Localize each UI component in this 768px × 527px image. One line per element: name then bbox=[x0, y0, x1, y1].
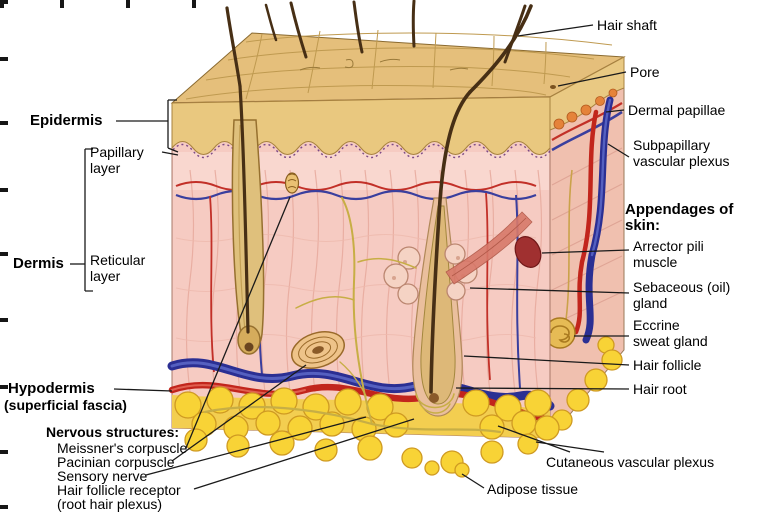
label-cutaneous-vascular-plexus: Cutaneous vascular plexus bbox=[546, 454, 715, 470]
sensory-nerves bbox=[203, 197, 502, 434]
leader-hair-follicle bbox=[463, 355, 630, 366]
leader-subpapillary bbox=[607, 143, 630, 158]
label-appendages-of-skin: Appendages of skin: bbox=[625, 201, 734, 234]
label-hair-follicle-receptor: Hair follicle receptor bbox=[57, 482, 181, 498]
label-hypodermis-sub: (superficial fascia) bbox=[4, 397, 127, 413]
label-pacinian-corpuscle: Pacinian corpuscle bbox=[57, 454, 175, 470]
dermis-bracket bbox=[84, 148, 93, 292]
leader-sebaceous bbox=[469, 287, 630, 294]
left-hair-follicle bbox=[231, 84, 265, 355]
hair-root-strand bbox=[429, 90, 472, 394]
label-hair-root: Hair root bbox=[633, 381, 687, 397]
leader-lines bbox=[70, 24, 630, 490]
right-face-vessels bbox=[573, 96, 614, 344]
label-epidermis: Epidermis bbox=[30, 112, 103, 129]
adipose-right bbox=[551, 336, 623, 431]
label-subpapillary-vascular-plexus: Subpapillary vascular plexus bbox=[633, 137, 730, 169]
right-cut-face bbox=[544, 56, 625, 440]
leader-cutaneous-plexus bbox=[497, 425, 605, 453]
pore-opening bbox=[550, 85, 556, 89]
subpapillary-plexus-right bbox=[551, 102, 623, 152]
dermal-papillae-knobs bbox=[553, 88, 618, 130]
label-sensory-nerve: Sensory nerve bbox=[57, 468, 148, 484]
meissner-corpuscle bbox=[284, 172, 300, 194]
leader-hypodermis bbox=[113, 388, 173, 392]
label-hair-follicle: Hair follicle bbox=[633, 357, 702, 373]
epidermis-bracket bbox=[167, 99, 179, 153]
leader-adipose bbox=[461, 473, 485, 489]
crop-marks bbox=[0, 0, 196, 509]
leader-sensory-nerve bbox=[145, 416, 367, 476]
label-dermal-papillae: Dermal papillae bbox=[628, 102, 726, 118]
leader-pore bbox=[557, 71, 627, 87]
leader-dermal-papillae bbox=[605, 109, 625, 113]
arrector-pili-muscle-band bbox=[445, 211, 542, 285]
label-hypodermis: Hypodermis bbox=[8, 380, 95, 397]
leader-papillary-layer bbox=[161, 151, 179, 156]
hair-shafts bbox=[225, 0, 533, 94]
leader-hair-shaft bbox=[517, 24, 594, 37]
leader-hair-root bbox=[455, 387, 630, 390]
root-hair-plexus bbox=[415, 393, 455, 409]
leader-arrector-pili bbox=[541, 249, 630, 254]
label-papillary-layer: Papillary layer bbox=[90, 144, 144, 176]
label-hair-shaft: Hair shaft bbox=[597, 17, 657, 33]
label-nervous-structures: Nervous structures: bbox=[46, 424, 180, 440]
label-meissners-corpuscle: Meissner's corpuscle bbox=[57, 440, 188, 456]
pacinian-corpuscle bbox=[291, 331, 345, 369]
label-eccrine-sweat-gland: Eccrine sweat gland bbox=[633, 317, 708, 349]
label-sebaceous-oil-gland: Sebaceous (oil) gland bbox=[633, 279, 731, 311]
leader-meissner bbox=[185, 196, 291, 449]
leader-hair-follicle-receptor bbox=[193, 418, 415, 490]
label-adipose-tissue: Adipose tissue bbox=[487, 481, 579, 497]
leader-pacinian bbox=[171, 364, 307, 462]
label-arrector-pili-muscle: Arrector pili muscle bbox=[633, 238, 704, 270]
label-hair-follicle-receptor-sub: (root hair plexus) bbox=[57, 496, 163, 512]
label-pore: Pore bbox=[630, 64, 660, 80]
label-dermis: Dermis bbox=[13, 255, 64, 272]
label-reticular-layer: Reticular layer bbox=[90, 252, 146, 284]
